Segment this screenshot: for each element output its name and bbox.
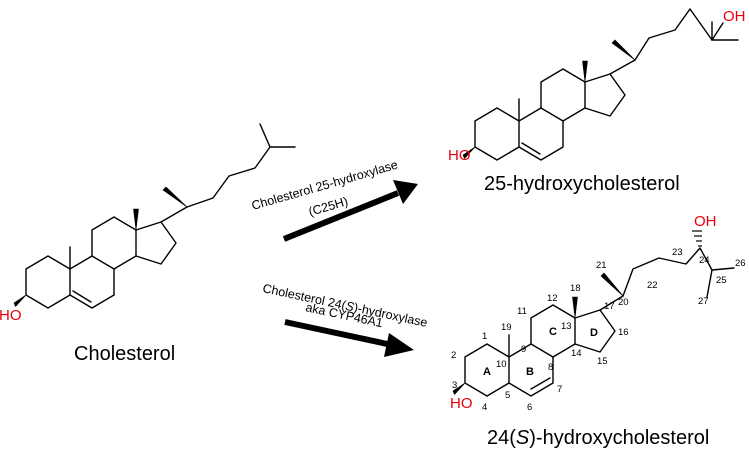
- wedge-bond-3-oh: [462, 146, 476, 159]
- wedge-bond-c20-methyl: [611, 39, 636, 61]
- atom-number-12: 12: [547, 293, 558, 304]
- atom-number-24: 24: [699, 255, 710, 266]
- hydroxycholesterol-24s-structure: OH HO A B C D 1 2 3 4 5 6 7 8 9 10 11 12…: [450, 213, 746, 449]
- hydroxyl-24-label: OH: [694, 213, 717, 230]
- wedge-bond-3-oh: [13, 294, 27, 307]
- atom-number-6: 6: [527, 402, 532, 413]
- atom-number-16: 16: [618, 327, 629, 338]
- atom-number-1: 1: [482, 331, 487, 342]
- hydroxycholesterol-25-name: 25-hydroxycholesterol: [484, 173, 680, 195]
- atom-number-23: 23: [672, 247, 683, 258]
- atom-number-20: 20: [618, 297, 629, 308]
- atom-number-18: 18: [570, 283, 581, 294]
- atom-number-26: 26: [735, 258, 746, 269]
- atom-number-8: 8: [548, 362, 553, 373]
- atom-number-27: 27: [698, 296, 709, 307]
- atom-number-5: 5: [505, 390, 510, 401]
- wedge-bond-3-oh: [452, 382, 466, 395]
- atom-number-13: 13: [561, 321, 572, 332]
- cholesterol-name: Cholesterol: [74, 343, 175, 365]
- hydroxycholesterol-24s-name: 24(S)-hydroxycholesterol: [487, 427, 709, 449]
- atom-number-7: 7: [557, 384, 562, 395]
- wedge-bond-c13-methyl: [582, 60, 588, 83]
- wedge-bond-c21-methyl: [600, 272, 624, 297]
- wedge-bond-c18-methyl: [572, 296, 578, 319]
- hydroxycholesterol-25-structure: OH HO 25-hydroxycholesterol: [448, 8, 746, 195]
- hydroxyl-3-label: HO: [448, 147, 471, 164]
- atom-number-14: 14: [571, 348, 582, 359]
- wedge-bond-c20-methyl: [162, 186, 188, 208]
- atom-number-11: 11: [517, 306, 527, 317]
- wedge-bond-c13-methyl: [133, 208, 139, 231]
- atom-number-19: 19: [501, 322, 512, 333]
- atom-number-2: 2: [451, 350, 456, 361]
- ring-label-c: C: [549, 326, 557, 338]
- atom-number-25: 25: [716, 275, 727, 286]
- hydroxyl-label: HO: [0, 307, 22, 324]
- atom-number-10: 10: [496, 359, 507, 370]
- atom-number-15: 15: [597, 356, 608, 367]
- atom-number-17: 17: [604, 301, 615, 312]
- cholesterol-structure: HO Cholesterol: [0, 123, 296, 365]
- ring-label-d: D: [590, 327, 598, 339]
- reaction-arrow-bottom: Cholesterol 24(S)-hydroxylase aka CYP46A…: [261, 281, 429, 357]
- ring-label-b: B: [526, 366, 534, 378]
- hydroxyl-3-label: HO: [450, 395, 473, 412]
- atom-number-4: 4: [482, 402, 487, 413]
- atom-number-21: 21: [596, 260, 607, 271]
- reaction-arrow-top: Cholesterol 25-hydroxylase (C25H): [250, 158, 418, 242]
- atom-number-22: 22: [647, 280, 658, 291]
- atom-number-9: 9: [521, 344, 526, 355]
- atom-number-3: 3: [452, 380, 457, 391]
- ring-label-a: A: [483, 366, 491, 378]
- hydroxyl-25-label: OH: [723, 8, 746, 25]
- hashed-bond-24-oh: [692, 230, 702, 247]
